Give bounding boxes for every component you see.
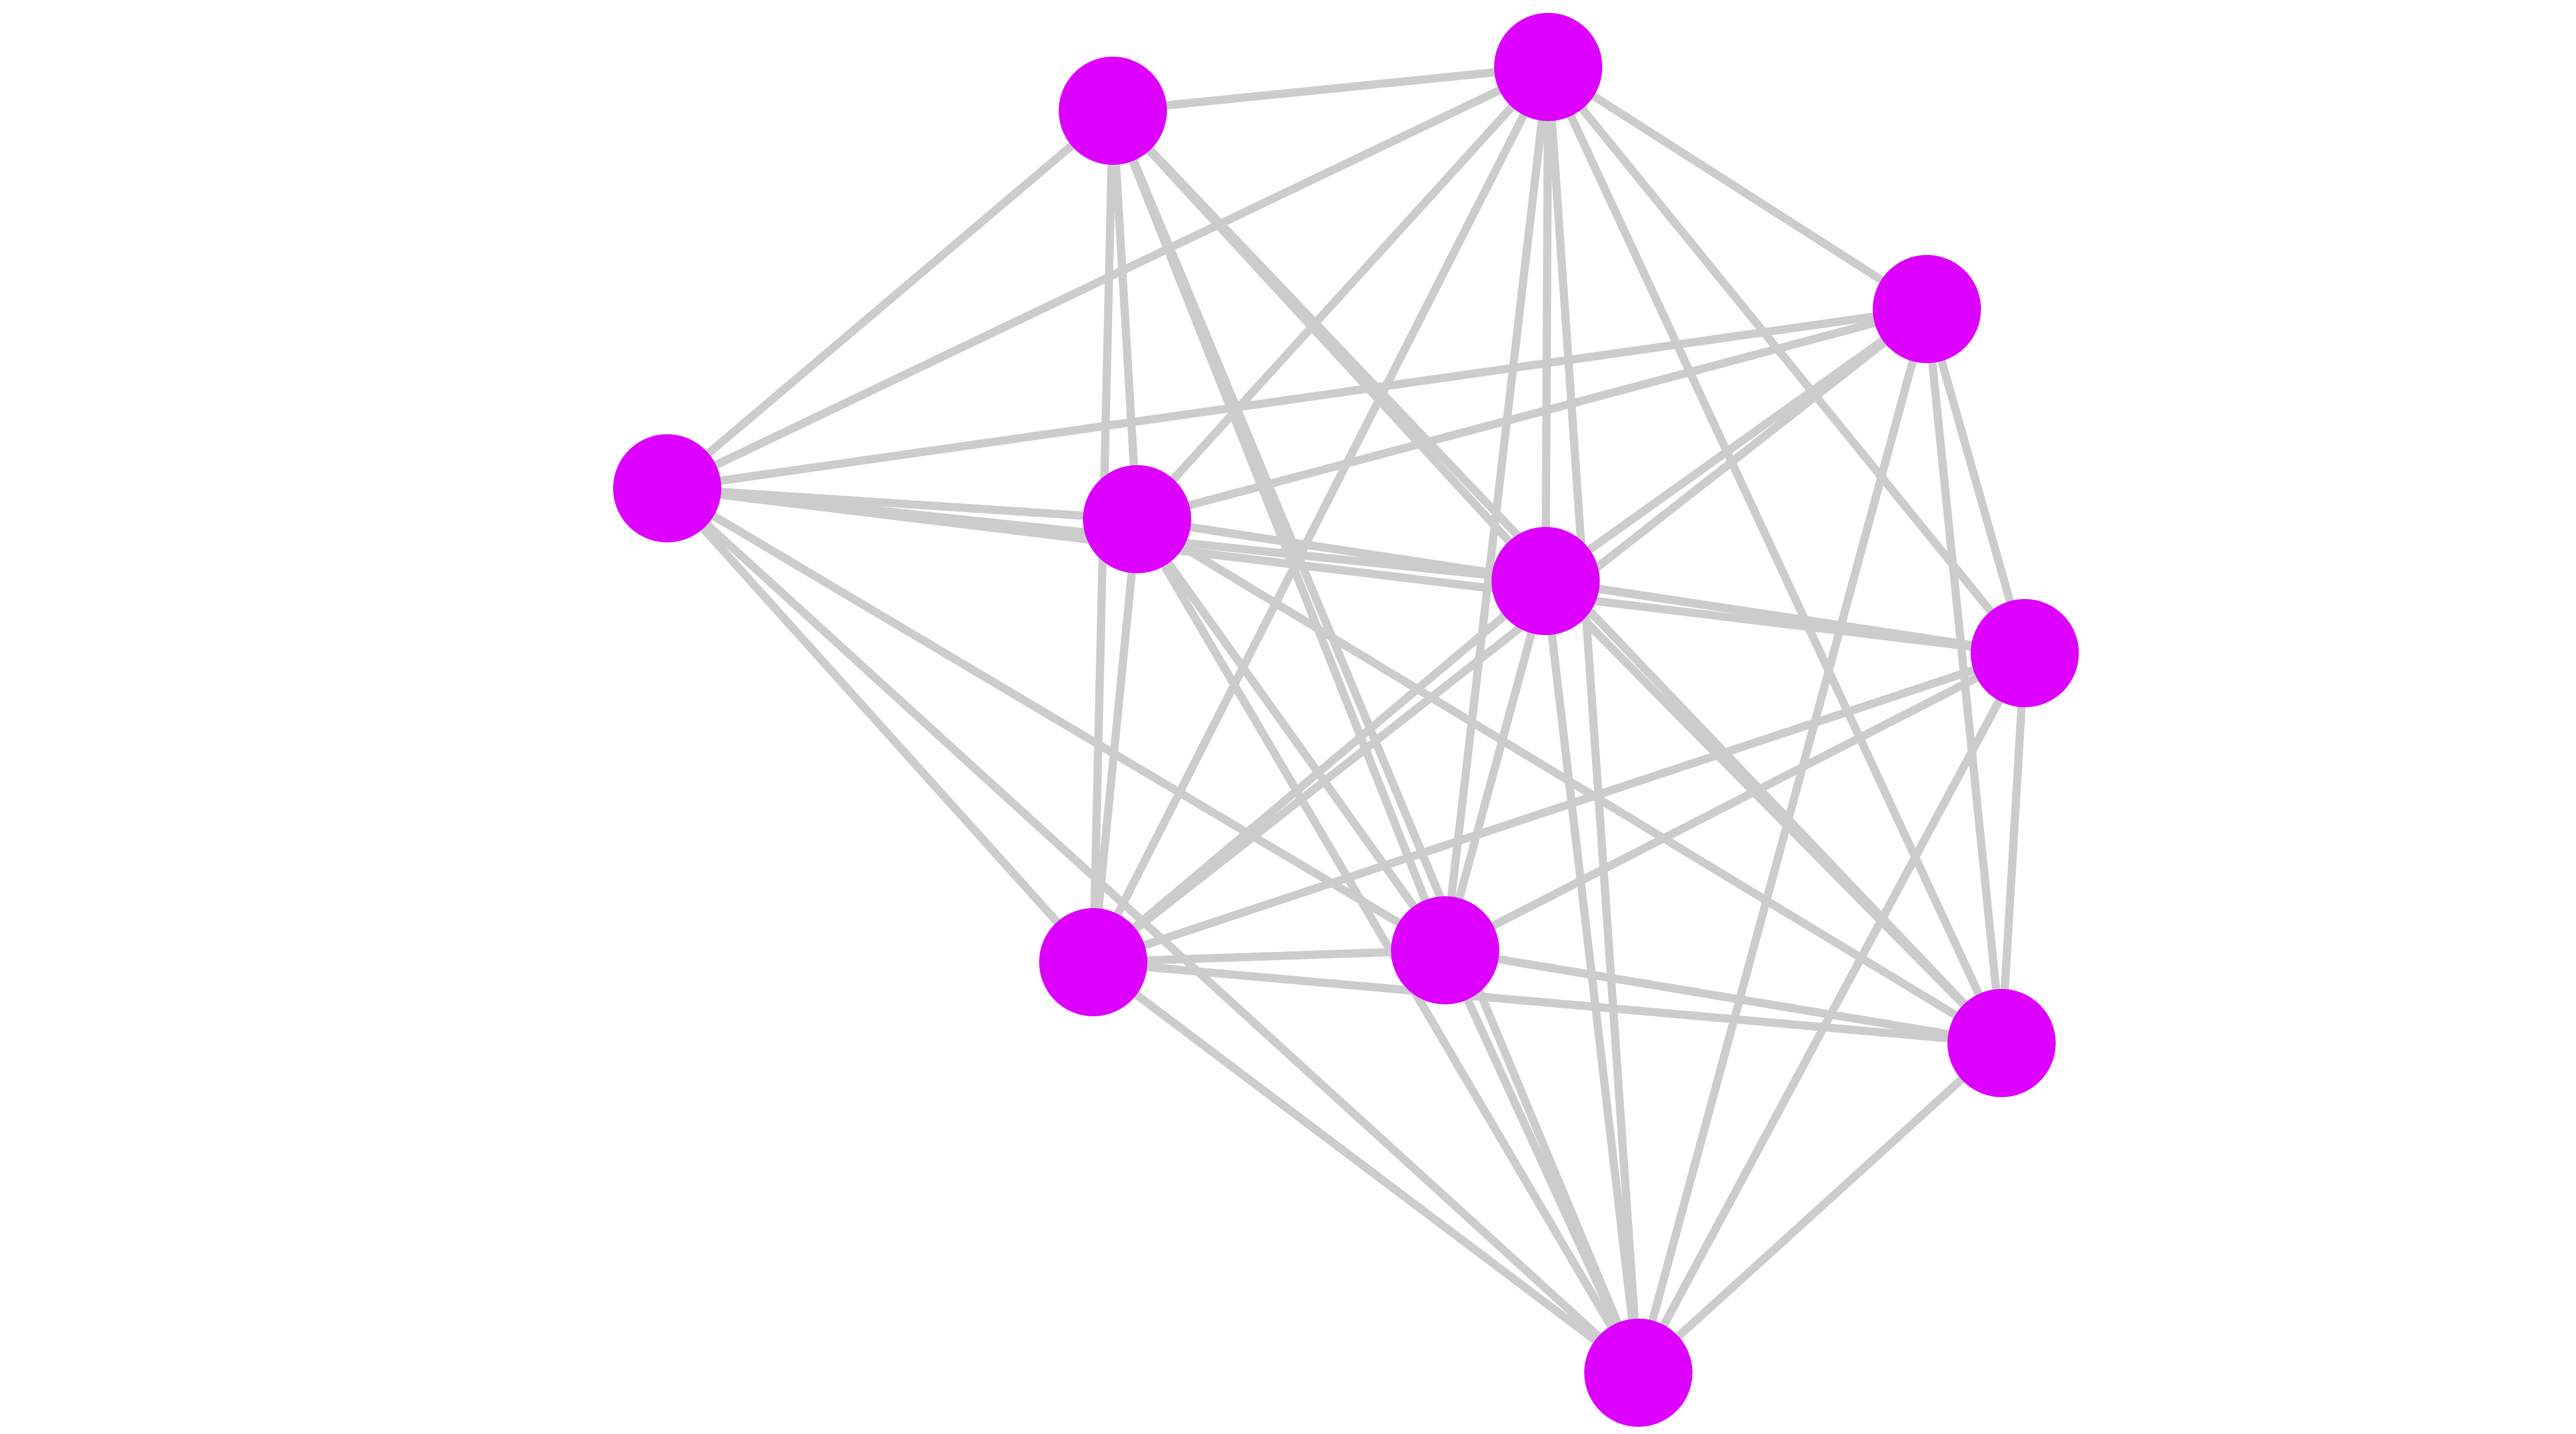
node-n4	[1083, 465, 1191, 573]
edge-n3-n10	[1634, 308, 1931, 1374]
edge-n7-n9	[1093, 958, 2002, 1047]
edge-n6-n7	[1092, 649, 2026, 966]
edge-n0-n8	[665, 485, 1448, 954]
node-n2	[1494, 13, 1602, 121]
edge-n4-n8	[1133, 517, 1449, 953]
edge-n5-n8	[1441, 579, 1550, 952]
edge-n5-n6	[1545, 577, 2026, 657]
edge-n3-n6	[1923, 308, 2029, 655]
edge-n2-n4	[1134, 64, 1551, 522]
edge-n2-n5	[1541, 66, 1552, 582]
edge-n7-n8	[1093, 946, 1446, 966]
node-n8	[1391, 896, 1499, 1004]
edge-n2-n9	[1544, 65, 2006, 1045]
edge-n5-n7	[1090, 577, 1549, 966]
node-n0	[613, 434, 721, 542]
edge-n9-n10	[1635, 1040, 2005, 1376]
edge-n1-n4	[1109, 110, 1141, 520]
node-n3	[1873, 255, 1981, 363]
edge-n2-n10	[1544, 66, 1642, 1373]
node-n10	[1584, 1319, 1692, 1427]
edge-n2-n8	[1441, 66, 1552, 951]
edge-n7-n10	[1091, 959, 1641, 1376]
edge-n3-n4	[1136, 305, 1928, 523]
edge-n0-n1	[664, 107, 1116, 492]
edge-n2-n7	[1089, 65, 1552, 964]
edge-n5-n9	[1543, 578, 2005, 1046]
edge-n6-n8	[1443, 649, 2027, 954]
edge-n3-n7	[1091, 305, 1929, 966]
node-n5	[1492, 527, 1600, 635]
node-n9	[1947, 989, 2056, 1097]
node-n6	[1971, 599, 2079, 707]
edge-n0-n7	[664, 485, 1096, 965]
edge-n0-n10	[664, 485, 1641, 1376]
edge-n6-n9	[1997, 653, 2029, 1044]
edge-n2-n3	[1546, 63, 1929, 313]
edge-n1-n2	[1112, 63, 1549, 115]
edge-n8-n9	[1444, 946, 2003, 1047]
edges-layer	[664, 63, 2029, 1376]
node-n1	[1059, 57, 1167, 165]
edge-n8-n10	[1441, 948, 1642, 1375]
edge-n2-n6	[1545, 64, 2028, 656]
node-n7	[1039, 908, 1147, 1016]
edge-n4-n10	[1133, 517, 1642, 1375]
nodes-layer	[613, 13, 2079, 1427]
edge-n0-n6	[667, 484, 2025, 657]
edge-n0-n3	[666, 305, 1928, 492]
